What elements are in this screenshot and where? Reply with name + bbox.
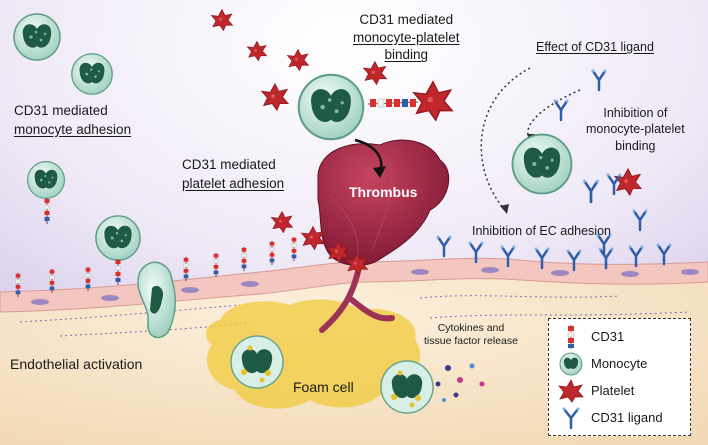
thrombus-shape <box>317 139 450 266</box>
label-line: monocyte-platelet <box>353 29 460 45</box>
label-thrombus: Thrombus <box>349 184 418 200</box>
monocyte-mid-left <box>27 161 66 199</box>
legend-item-cd31: CD31 <box>549 325 690 349</box>
label-inhibition-ec-adhesion: Inhibition of EC adhesion <box>472 224 611 238</box>
monocyte-top-left <box>13 13 61 61</box>
foam-cell-right <box>380 360 434 414</box>
legend-item-monocyte: Monocyte <box>549 352 690 376</box>
label-line: binding <box>615 138 656 153</box>
cd31-bridge <box>367 98 419 108</box>
intima-fibres <box>19 295 691 337</box>
label-line: monocyte adhesion <box>14 121 132 137</box>
cd31-under-monocyte <box>44 197 50 225</box>
monocyte-transmigrating-nucleus <box>150 285 164 314</box>
binding-arrow-head <box>373 166 386 178</box>
legend-item-platelet: Platelet <box>549 379 690 403</box>
legend-label: Platelet <box>591 383 635 398</box>
cd31-lower-monocyte <box>115 258 121 286</box>
label-monocyte-adhesion: CD31 mediated monocyte adhesion <box>14 103 131 137</box>
monocyte-upper-left <box>71 53 113 95</box>
label-line: monocyte-platelet <box>586 122 685 137</box>
label-line: CD31 mediated <box>182 157 276 172</box>
effect-arrow-1 <box>527 89 581 141</box>
effect-arrow-2 <box>480 67 531 211</box>
label-endothelial-activation: Endothelial activation <box>10 356 143 372</box>
label-monocyte-platelet-binding: CD31 mediated monocyte-platelet binding <box>353 12 460 63</box>
thrombus-veins <box>329 159 392 259</box>
label-line: platelet adhesion <box>182 175 285 191</box>
legend-label: CD31 <box>591 329 625 344</box>
cytokine-particles <box>435 363 485 402</box>
legend-item-cd31-ligand: CD31 ligand <box>549 406 690 430</box>
legend-label: Monocyte <box>591 356 648 371</box>
label-line: binding <box>384 47 429 63</box>
label-platelet-adhesion: CD31 mediated platelet adhesion <box>182 157 284 191</box>
foam-cell-left <box>230 335 284 389</box>
label-line: tissue factor release <box>424 335 518 348</box>
monocyte-center <box>297 73 365 141</box>
label-line: Inhibition of <box>603 106 668 120</box>
legend-box: CD31 Monocyte Platelet CD31 ligand <box>548 318 691 436</box>
monocyte-icon <box>559 352 583 376</box>
label-foam-cell: Foam cell <box>293 379 354 395</box>
label-inhibition-binding: Inhibition of monocyte-platelet binding <box>586 106 685 153</box>
cd31-icon <box>567 325 575 349</box>
label-effect-of-cd31-ligand: Effect of CD31 ligand <box>536 40 654 54</box>
endothelium-layer <box>0 257 708 313</box>
label-line: Cytokines and <box>437 322 505 334</box>
effect-arrow-2-head <box>500 204 509 214</box>
platelet-icon <box>558 379 584 403</box>
label-cytokines: Cytokines and tissue factor release <box>424 322 518 347</box>
cd31-ligand-icon <box>562 407 580 430</box>
monocyte-right <box>511 133 573 195</box>
monocyte-lower-left <box>95 215 141 261</box>
legend-label: CD31 ligand <box>591 410 663 425</box>
label-line: CD31 mediated <box>14 103 108 118</box>
label-line: CD31 mediated <box>359 12 454 27</box>
endothelial-nuclei <box>31 267 699 305</box>
